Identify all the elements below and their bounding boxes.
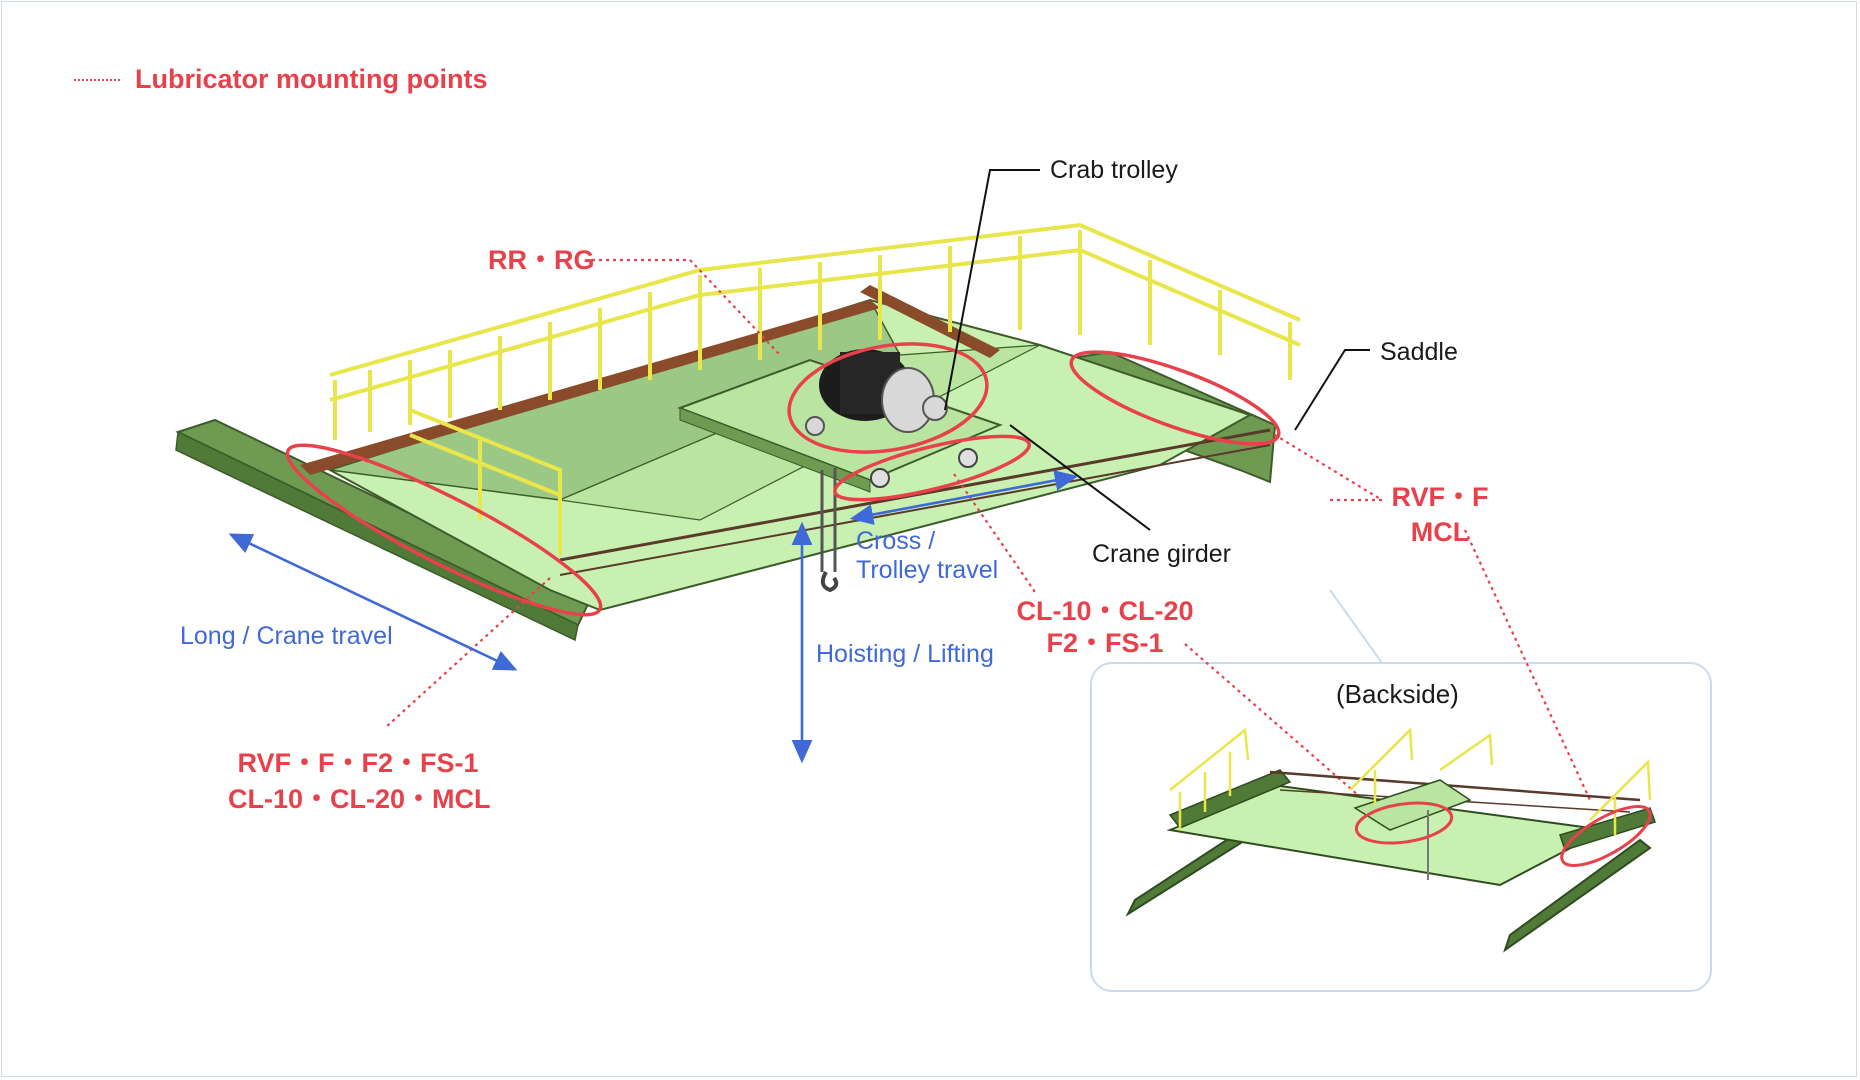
callout-trolley-wheels-line1: CL-10・CL-20: [1016, 596, 1194, 626]
leader-inset-trolley: [1184, 643, 1383, 817]
callout-saddle-right-line2: MCL: [1410, 517, 1470, 547]
inset-lube-ellipse-trolley: [1354, 801, 1454, 845]
leader-saddle-left: [384, 577, 551, 729]
label-long-travel: Long / Crane travel: [180, 622, 393, 650]
label-cross-travel-line2: Trolley travel: [856, 556, 999, 584]
lube-ellipse-saddle-right: [1069, 350, 1281, 446]
callout-saddle-left-line1: RVF・F・F2・FS-1: [237, 748, 479, 778]
label-saddle: Saddle: [1380, 338, 1458, 366]
long-travel-arrow: [228, 533, 518, 671]
lube-ellipse-trolley-top: [787, 342, 989, 454]
inset-lube-ellipse-saddle: [1560, 805, 1652, 867]
inset-tail: [1329, 589, 1483, 664]
leader-inset-saddle: [1464, 529, 1591, 801]
leader-saddle-right: [1269, 431, 1386, 502]
legend-dotted-line: [74, 79, 120, 81]
callout-saddle-right-line1: RVF・F: [1391, 482, 1489, 512]
leader-crab-trolley: [944, 169, 1040, 411]
callout-saddle-left-line2: CL-10・CL-20・MCL: [228, 784, 491, 814]
label-crab-trolley: Crab trolley: [1050, 156, 1178, 184]
label-cross-travel-line1: Cross /: [856, 527, 936, 555]
legend-label: Lubricator mounting points: [135, 64, 488, 94]
label-hoisting: Hoisting / Lifting: [816, 640, 994, 668]
safety-railing: [329, 222, 1301, 555]
cross-travel-arrow: [849, 470, 1079, 525]
backside-crane-illustration: [1125, 727, 1656, 953]
callout-trolley-top: RR・RG: [488, 245, 595, 275]
leader-saddle: [1294, 349, 1370, 431]
leader-crane-girder: [1009, 424, 1151, 531]
callout-trolley-wheels-line2: F2・FS-1: [1046, 628, 1164, 658]
label-crane-girder: Crane girder: [1092, 540, 1231, 568]
backside-label: (Backside): [1336, 679, 1459, 709]
leader-trolley-top: [592, 258, 781, 356]
rail-rear: [860, 285, 1000, 358]
rail-front: [300, 300, 880, 475]
hook-icon: [820, 571, 839, 593]
